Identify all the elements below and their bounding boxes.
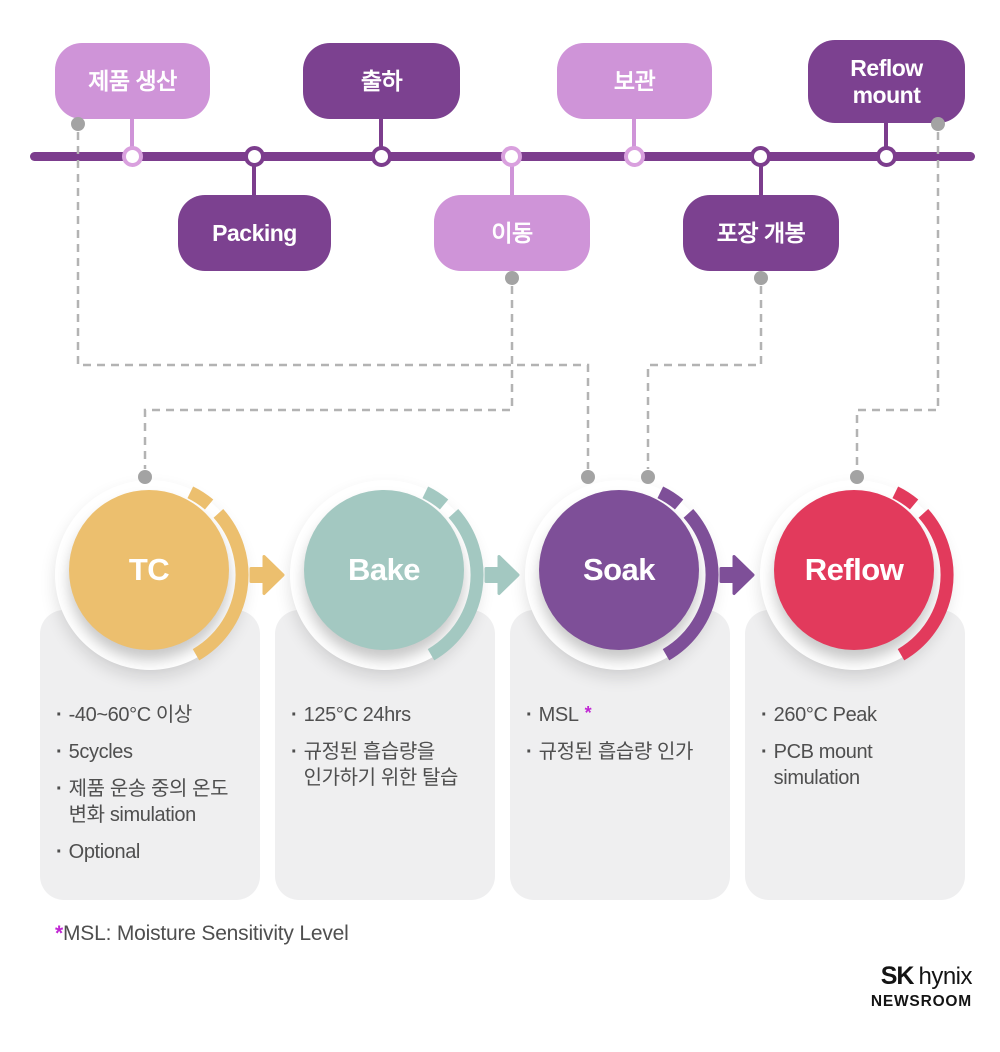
timeline-node-reflow-mount [876, 146, 897, 167]
arrow-soak-to-reflow [719, 555, 755, 595]
bullet-dot: · [526, 741, 533, 763]
item-text: 규정된 흡습량 인가 [538, 741, 694, 763]
pill-transport: 이동 [434, 195, 590, 271]
stem-transport [510, 164, 514, 197]
item-text: Optional [68, 841, 141, 863]
connector-transport-to-tc [138, 271, 519, 484]
list-item: ·제품 운송 중의 온도 변화 simulation [56, 776, 246, 828]
item-text: 260°C Peak [773, 704, 877, 726]
logo-sk: SK [880, 962, 915, 990]
stage-circle-tc: TC [69, 490, 229, 650]
connector-production-to-soak [71, 117, 595, 484]
list-item: ·125°C 24hrs [291, 702, 481, 728]
stem-package-opening [759, 164, 763, 197]
connector-reflow-mount-to-reflow [850, 117, 945, 484]
list-item: ·Optional [56, 839, 246, 865]
stem-storage [632, 118, 636, 151]
logo-newsroom: NEWSROOM [870, 993, 972, 1010]
timeline-node-packing [244, 146, 265, 167]
pill-shipping: 출하 [303, 43, 460, 119]
stage-label: Reflow [804, 552, 904, 587]
pill-product-production: 제품 생산 [55, 43, 210, 119]
footnote-asterisk: * [55, 922, 63, 945]
pill-packing: Packing [178, 195, 331, 271]
item-text: PCB mount simulation [773, 741, 873, 789]
bullet-dot: · [291, 704, 298, 726]
pill-storage: 보관 [557, 43, 712, 119]
timeline-node-transport [501, 146, 522, 167]
list-item: ·PCB mount simulation [761, 739, 951, 791]
item-text: 5cycles [68, 741, 133, 763]
bullet-dot: · [56, 741, 63, 763]
connector-package-opening-to-soak [641, 271, 768, 484]
item-text: 제품 운송 중의 온도 변화 simulation [68, 778, 229, 826]
stage-circle-bake: Bake [304, 490, 464, 650]
bullet-dot: · [761, 741, 768, 763]
stem-packing [252, 164, 256, 197]
logo-hynix: hynix [918, 963, 972, 990]
bullet-dot: · [56, 841, 63, 863]
timeline-node-storage [624, 146, 645, 167]
stage-label: Bake [347, 552, 421, 587]
list-item: ·규정된 흡습량 인가 [526, 739, 716, 765]
stage-circle-soak: Soak [539, 490, 699, 650]
item-text: MSL [538, 704, 579, 726]
bullet-dot: · [291, 741, 298, 763]
timeline-node-shipping [371, 146, 392, 167]
pill-reflow-mount: Reflow mount [808, 40, 965, 123]
stage-label: Soak [582, 552, 656, 587]
list-item: ·-40~60°C 이상 [56, 702, 246, 728]
timeline-node-package-opening [750, 146, 771, 167]
list-item: ·규정된 흡습량을 인가하기 위한 탈습 [291, 739, 481, 791]
bullet-dot: · [56, 704, 63, 726]
list-item: ·5cycles [56, 739, 246, 765]
arrow-tc-to-bake [249, 555, 285, 595]
item-text: -40~60°C 이상 [68, 704, 193, 726]
list-item: ·MSL* [526, 702, 716, 728]
list-item: ·260°C Peak [761, 702, 951, 728]
footnote-text: MSL: Moisture Sensitivity Level [62, 922, 349, 945]
item-text: 125°C 24hrs [303, 704, 411, 726]
stage-circle-reflow: Reflow [774, 490, 934, 650]
pill-package-opening: 포장 개봉 [683, 195, 839, 271]
arrow-bake-to-soak [484, 555, 520, 595]
stage-label: TC [128, 552, 170, 587]
bullet-dot: · [526, 704, 533, 726]
item-text: 규정된 흡습량을 인가하기 위한 탈습 [303, 741, 459, 789]
msl-asterisk: * [584, 703, 592, 723]
timeline-node-product-production [122, 146, 143, 167]
footnote-msl: *MSL: Moisture Sensitivity Level [55, 922, 349, 946]
bullet-dot: · [56, 778, 63, 800]
bullet-dot: · [761, 704, 768, 726]
